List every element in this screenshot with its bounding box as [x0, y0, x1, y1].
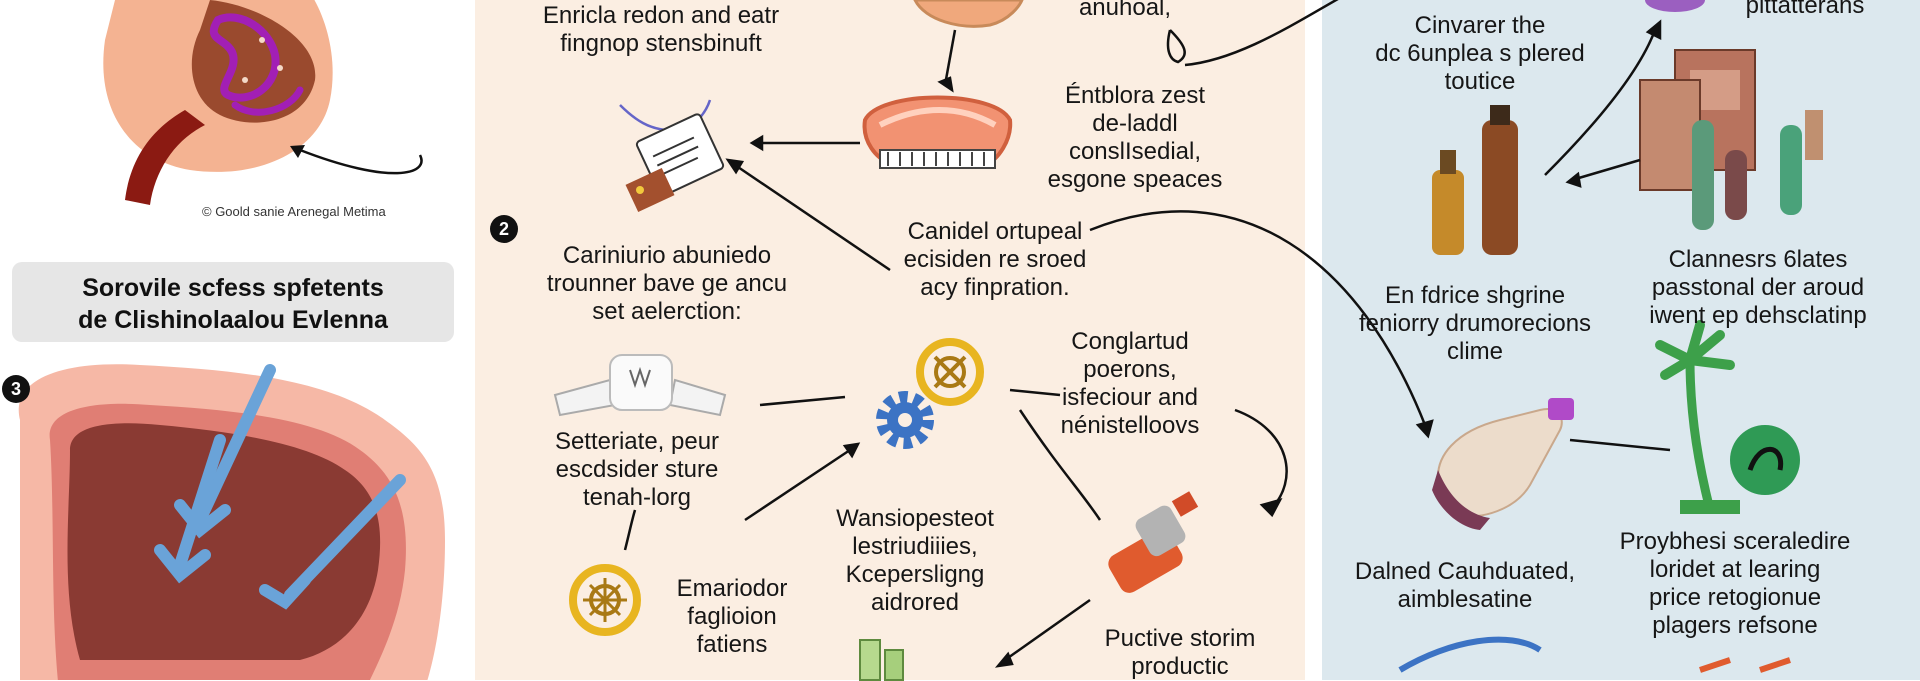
fruit-icon	[913, 0, 1024, 28]
label-enfdrice-line-2: feniorry drumorecions	[1358, 310, 1592, 337]
label-cinvarer-line-1: Cinvarer the	[1414, 12, 1546, 39]
label-clannesrs-line-1: Clannesrs 6lates	[1668, 246, 1848, 273]
label-top-left-line-2: fingnop stensbinuft	[560, 30, 762, 57]
label-dalned: Dalned Cauhduated, aimblesatine	[1340, 558, 1590, 614]
label-conglartud: Conglartud poerons, isfeciour and nénist…	[1040, 328, 1220, 440]
label-emariodor-line-3: fatiens	[696, 631, 768, 658]
bread-icon	[862, 95, 1013, 169]
blue-arrows	[154, 364, 406, 610]
banner-line-1: Sorovile scfess spfetents	[82, 274, 384, 302]
label-cariniurio-line-3: set aelerction:	[592, 298, 742, 325]
label-top-left: Enricla redon and eatr fingnop stensbinu…	[512, 2, 810, 58]
label-canidel-line-2: ecisiden re sroed	[903, 246, 1087, 273]
flow-arrows-center	[623, 0, 1434, 668]
step-number-2: 2	[490, 215, 518, 243]
gold-gear-icon-top	[916, 338, 984, 406]
flow-arrows-right	[1544, 19, 1671, 452]
label-clannesrs-line-2: passtonal der aroud	[1651, 274, 1865, 301]
label-emariodor: Emariodor faglioion fatiens	[662, 575, 802, 659]
label-wansiopesteot-line-3: Kcepersligng	[845, 561, 985, 588]
label-proybhesi: Proybhesi sceraledire loridet at learing…	[1600, 528, 1870, 640]
label-proybhesi-line-4: plagers refsone	[1652, 612, 1818, 639]
label-mid-right-line-4: esgone speaces	[1047, 166, 1223, 193]
label-proybhesi-line-3: price retogionue	[1648, 584, 1822, 611]
gear-icon	[876, 391, 934, 449]
step-number-3: 3	[2, 375, 30, 403]
label-conglartud-line-3: isfeciour and	[1061, 384, 1199, 411]
label-enfdrice-line-3: clime	[1446, 338, 1503, 365]
liver-illustration	[18, 364, 445, 680]
label-wansiopesteot-line-2: lestriudiiies,	[852, 533, 978, 560]
boxes-icon	[1639, 49, 1823, 230]
label-cariniurio: Cariniurio abuniedo trounner bave ge anc…	[522, 242, 812, 326]
label-dalned-line-2: aimblesatine	[1397, 586, 1533, 613]
label-conglartud-line-1: Conglartud	[1071, 328, 1189, 355]
label-puctive-line-1: Puctive storim	[1104, 625, 1256, 652]
panel-left: © Goold sanie Arenegal Metima Sorovile s…	[0, 0, 470, 680]
label-conglartud-line-4: nénistelloovs	[1060, 412, 1200, 439]
label-mid-right-line-3: conslIsedial,	[1068, 138, 1202, 165]
label-canidel-line-3: acy finpration.	[920, 274, 1070, 301]
section-banner: Sorovile scfess spfetents de Clishinolaa…	[12, 262, 454, 342]
purple-blob-icon	[1645, 0, 1705, 12]
organ-pointer-arrow	[299, 148, 423, 175]
gold-gear-icon-bottom	[569, 564, 641, 636]
label-top-right: pittatterans	[1745, 0, 1865, 19]
label-puctive-line-2: productic	[1131, 653, 1229, 680]
label-cinvarer-line-2: dc 6unplea s plered	[1375, 40, 1585, 67]
label-mid-right-line-2: de-laddl	[1092, 110, 1178, 137]
label-wansiopesteot-line-1: Wansiopesteot	[836, 505, 994, 532]
label-top-left-line-1: Enricla redon and eatr	[542, 2, 780, 29]
label-setteriate-line-3: tenah-lorg	[582, 484, 692, 511]
label-canidel: Canidel ortupeal ecisiden re sroed acy f…	[880, 218, 1110, 302]
label-conglartud-line-2: poerons,	[1083, 356, 1177, 383]
label-canidel-line-1: Canidel ortupeal	[907, 218, 1083, 245]
label-mid-right-line-1: Éntblora zest	[1064, 82, 1206, 109]
hose-icon	[1398, 636, 1791, 673]
stomach-illustration	[103, 0, 333, 205]
label-emariodor-line-1: Emariodor	[676, 575, 788, 602]
label-cinvarer: Cinvarer the dc 6unplea s plered toutice	[1355, 12, 1605, 96]
label-puctive: Puctive storim productic	[1085, 625, 1275, 681]
tube-icon	[1432, 398, 1574, 530]
label-cariniurio-line-1: Cariniurio abuniedo	[562, 242, 772, 269]
document-icon	[619, 99, 725, 213]
spray-bottle-icon	[1108, 491, 1199, 593]
label-setteriate-line-1: Setteriate, peur	[554, 428, 720, 455]
label-enfdrice-line-1: En fdrice shgrine	[1384, 282, 1566, 309]
label-mid-right: Éntblora zest de-laddl conslIsedial, esg…	[1035, 82, 1235, 194]
bottles-icon	[1432, 105, 1518, 255]
label-proybhesi-line-1: Proybhesi sceraledire	[1619, 528, 1851, 555]
label-top-mid: anuhoal,	[1078, 0, 1172, 21]
label-cinvarer-line-3: toutice	[1444, 68, 1516, 95]
copyright-note: © Goold sanie Arenegal Metima	[202, 204, 386, 219]
organ-illustrations	[18, 0, 445, 680]
label-wansiopesteot-line-4: aidrored	[870, 589, 960, 616]
label-clannesrs: Clannesrs 6lates passtonal der aroud iwe…	[1628, 246, 1888, 330]
jar-icon	[859, 639, 904, 681]
label-setteriate: Setteriate, peur escdsider sture tenah-l…	[532, 428, 742, 512]
label-setteriate-line-2: escdsider sture	[555, 456, 719, 483]
label-wansiopesteot: Wansiopesteot lestriudiiies, Kceperslign…	[815, 505, 1015, 617]
label-emariodor-line-2: faglioion	[687, 603, 777, 630]
label-dalned-line-1: Dalned Cauhduated,	[1354, 558, 1576, 585]
label-cariniurio-line-2: trounner bave ge ancu	[546, 270, 788, 297]
machine-icon	[553, 354, 727, 417]
label-clannesrs-line-3: iwent ep dehsclatinp	[1649, 302, 1867, 329]
label-proybhesi-line-2: loridet at learing	[1649, 556, 1821, 583]
palm-icon	[1655, 320, 1800, 514]
label-enfdrice: En fdrice shgrine feniorry drumorecions …	[1350, 282, 1600, 366]
banner-line-2: de Clishinolaalou Evlenna	[78, 306, 388, 334]
